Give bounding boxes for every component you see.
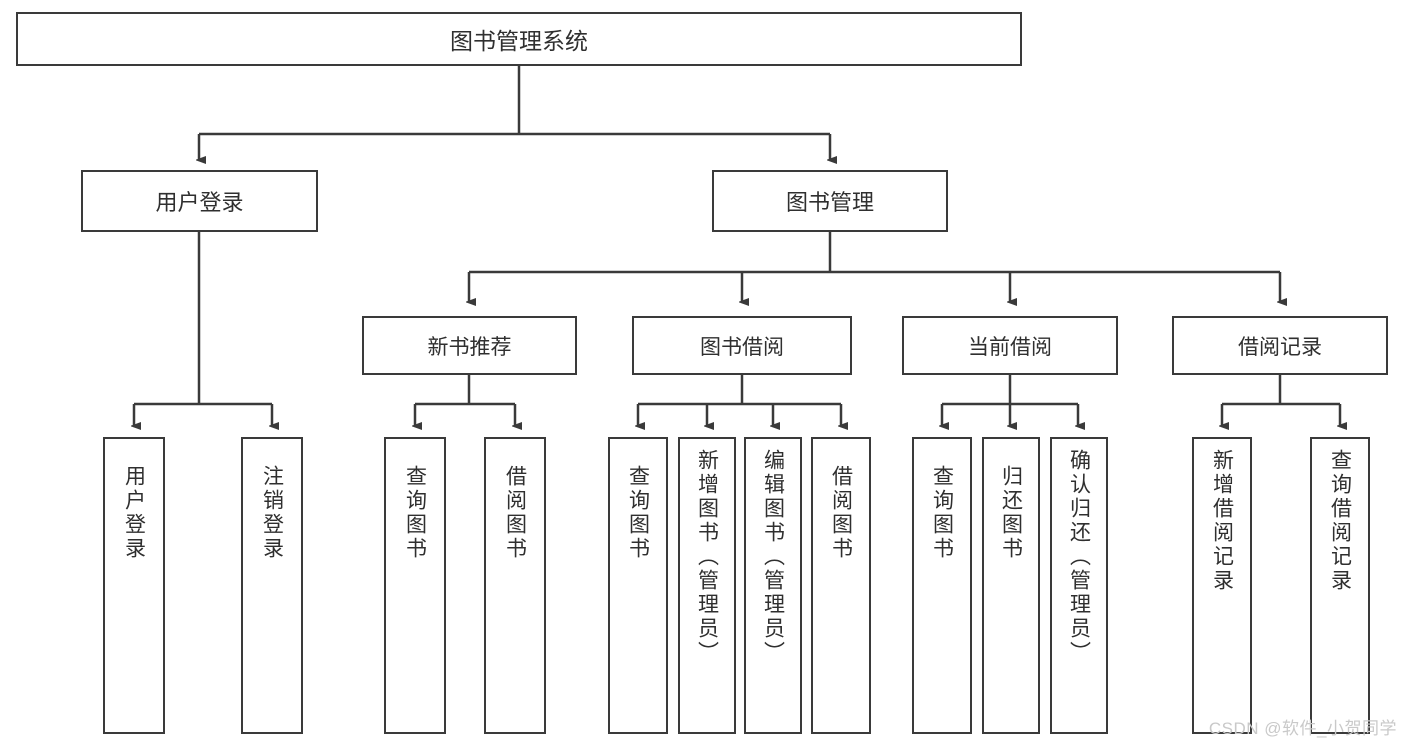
node-new-book-recommend[interactable]: 新书推荐: [362, 316, 577, 375]
node-root-system[interactable]: 图书管理系统: [16, 12, 1022, 66]
leaf-label: 编辑图书（管理员）: [761, 449, 785, 665]
leaf-label: 新增借阅记录: [1210, 449, 1234, 593]
node-book-management[interactable]: 图书管理: [712, 170, 948, 232]
leaf-label: 新增图书（管理员）: [695, 449, 719, 665]
leaf-record-query-record[interactable]: 查询借阅记录: [1310, 437, 1370, 734]
leaf-label: 查询图书: [403, 465, 427, 561]
node-label: 图书管理系统: [450, 28, 588, 54]
node-label: 新书推荐: [427, 335, 512, 359]
node-borrow-record[interactable]: 借阅记录: [1172, 316, 1388, 375]
leaf-recommend-query-book[interactable]: 查询图书: [384, 437, 446, 734]
node-label: 借阅记录: [1238, 335, 1322, 359]
node-label: 图书借阅: [700, 335, 784, 359]
leaf-label: 借阅图书: [829, 465, 853, 561]
leaf-recommend-borrow-book[interactable]: 借阅图书: [484, 437, 546, 734]
csdn-watermark: CSDN @软件_小贺同学: [1208, 719, 1397, 738]
leaf-current-return-book[interactable]: 归还图书: [982, 437, 1040, 734]
leaf-current-query-book[interactable]: 查询图书: [912, 437, 972, 734]
leaf-borrow-add-book-admin[interactable]: 新增图书（管理员）: [678, 437, 736, 734]
leaf-record-add-record[interactable]: 新增借阅记录: [1192, 437, 1252, 734]
leaf-label: 查询图书: [626, 465, 650, 561]
leaf-current-confirm-return-admin[interactable]: 确认归还（管理员）: [1050, 437, 1108, 734]
leaf-borrow-query-book[interactable]: 查询图书: [608, 437, 668, 734]
leaf-label: 确认归还（管理员）: [1067, 449, 1091, 665]
node-book-borrow[interactable]: 图书借阅: [632, 316, 852, 375]
leaf-label: 注销登录: [260, 465, 284, 561]
leaf-user-login-signin[interactable]: 用户登录: [103, 437, 165, 734]
leaf-label: 归还图书: [999, 465, 1023, 561]
leaf-label: 用户登录: [122, 465, 146, 561]
leaf-label: 查询借阅记录: [1328, 449, 1352, 593]
leaf-label: 借阅图书: [503, 465, 527, 561]
node-current-borrow[interactable]: 当前借阅: [902, 316, 1118, 375]
leaf-user-login-signout[interactable]: 注销登录: [241, 437, 303, 734]
node-user-login[interactable]: 用户登录: [81, 170, 318, 232]
node-label: 图书管理: [785, 190, 874, 215]
leaf-borrow-borrow-book[interactable]: 借阅图书: [811, 437, 871, 734]
leaf-borrow-edit-book-admin[interactable]: 编辑图书（管理员）: [744, 437, 802, 734]
node-label: 用户登录: [155, 190, 244, 215]
leaf-label: 查询图书: [930, 465, 954, 561]
node-label: 当前借阅: [968, 335, 1052, 359]
